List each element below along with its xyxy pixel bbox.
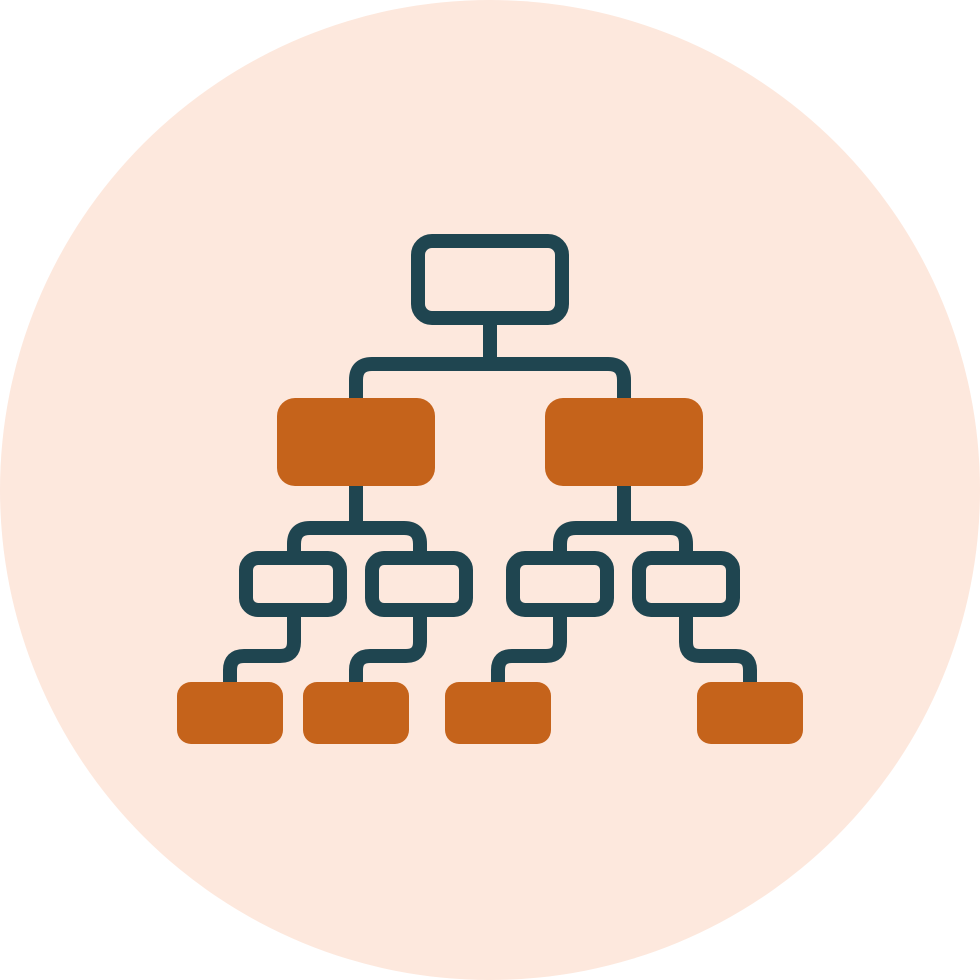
connector-leaf-3 [491, 605, 567, 689]
root-node [411, 234, 569, 325]
connector-right-branch [553, 479, 693, 563]
level2-node-right [545, 398, 703, 486]
leaf-node-3 [445, 682, 551, 744]
level2-node-left [277, 398, 435, 486]
connector-left-branch [287, 479, 427, 563]
leaf-node-1 [177, 682, 283, 744]
outline-nodes [239, 234, 740, 617]
leaf-node-2 [303, 682, 409, 744]
connector-lines [223, 311, 757, 689]
filled-nodes [177, 398, 803, 744]
connector-leaf-4 [679, 605, 757, 689]
connector-root [349, 311, 631, 405]
leaf-node-4 [697, 682, 803, 744]
level3-node-1 [239, 551, 347, 617]
connector-leaf-2 [349, 605, 427, 689]
level3-node-2 [365, 551, 473, 617]
level3-node-3 [506, 551, 614, 617]
level3-node-4 [632, 551, 740, 617]
connector-leaf-1 [223, 605, 301, 689]
